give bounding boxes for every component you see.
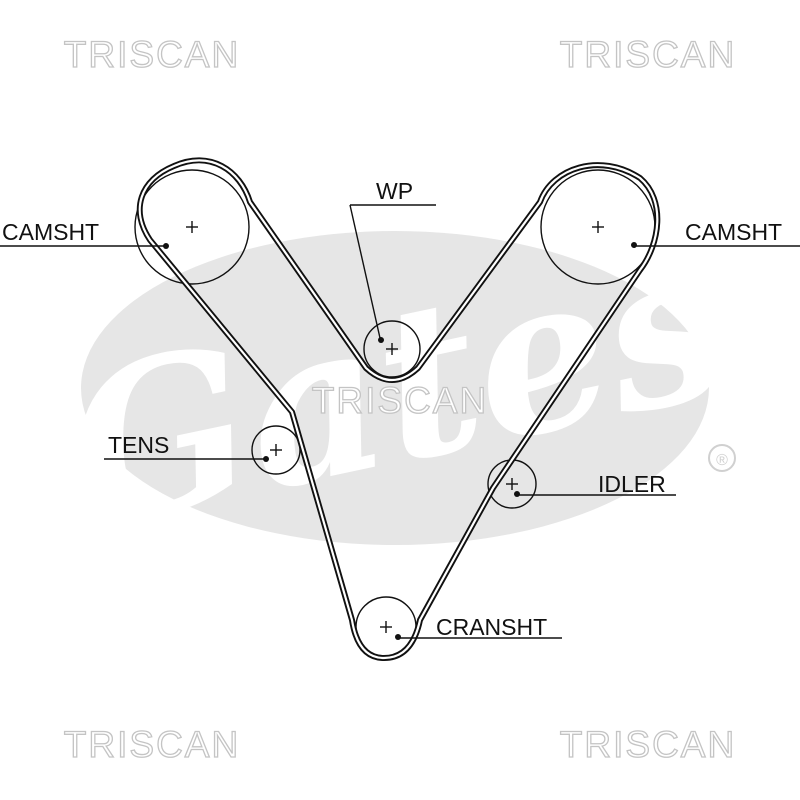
label-wp: WP [376,178,413,204]
leader-camsht-left [0,243,169,249]
registered-mark: ® [716,452,728,469]
triscan-watermark-center: TRISCAN [312,380,488,421]
registered-mark-circle [708,444,736,472]
label-camsht-left: CAMSHT [2,219,99,245]
leader-camsht-right [631,242,800,248]
triscan-watermark-bottom-right: TRISCAN [560,724,736,765]
leader-wp [349,204,436,343]
leader-idler [514,491,676,497]
label-camsht-right: CAMSHT [685,219,782,245]
triscan-watermark-top-left: TRISCAN [64,34,240,75]
timing-belt [136,157,661,661]
label-tens: TENS [108,432,169,458]
label-idler: IDLER [598,471,666,497]
triscan-watermark-top-right: TRISCAN [560,34,736,75]
label-cransht: CRANSHT [436,614,547,640]
camshaft-pulley-left [134,169,250,285]
leader-cransht [395,634,562,640]
gates-logo-oval [81,231,709,545]
triscan-watermark-bottom-left: TRISCAN [64,724,240,765]
leader-tens [104,456,269,462]
